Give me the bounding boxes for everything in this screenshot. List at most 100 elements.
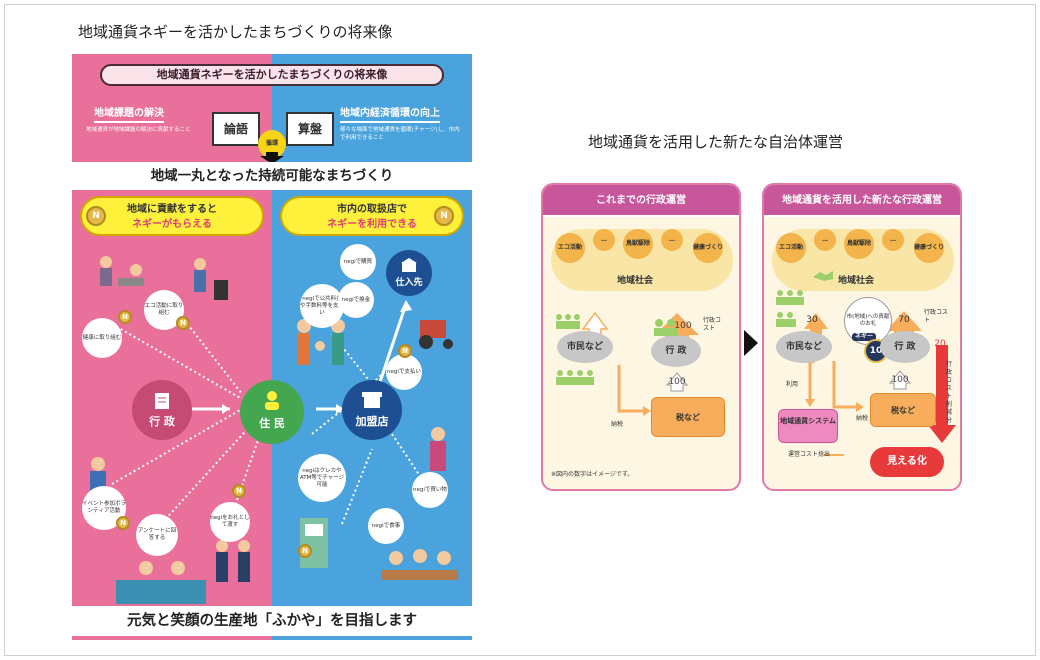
down-arrow-icon: [260, 152, 284, 164]
vision-poster: 地域通貨ネギーを活かしたまちづくりの将来像 地域課題の解決 地域通貨が地域課題の…: [72, 54, 472, 640]
coin-icon: N: [176, 316, 190, 330]
image-frame: [4, 4, 1036, 656]
cost-value: 70: [898, 315, 910, 325]
people-icon: [776, 290, 804, 327]
right-caption: 地域通貨を活用した新たな自治体運営: [588, 133, 844, 151]
hub-member-store: 加盟店: [342, 380, 402, 440]
tax-flow-label: 納税: [611, 421, 624, 428]
shopper-illustration: [430, 427, 446, 471]
hub-administration-label: 行 政: [149, 415, 175, 428]
bubble-health: 健康に取り組む: [82, 318, 122, 358]
left-value: 30: [806, 315, 818, 325]
cost-label: 行政コスト: [703, 317, 722, 332]
bubble-health: 健康づくり: [693, 233, 723, 263]
fitness-people-illustration: [100, 256, 144, 286]
panel-before-header: これまでの行政運営: [543, 185, 739, 217]
coin-icon: N: [434, 206, 454, 226]
staff-icon: [654, 319, 678, 336]
bubble-health: 健康づくり: [914, 233, 944, 263]
person-icon: [265, 391, 279, 410]
coin-icon: N: [298, 544, 312, 558]
citizens-oval: 市民など: [776, 331, 832, 363]
left-caption: 地域通貨ネギーを活かしたまちづくりの将来像: [78, 23, 393, 41]
coin-icon: N: [398, 344, 412, 358]
tax-flow-label: 納税: [856, 415, 869, 422]
left-heading: 地域課題の解決: [94, 104, 164, 123]
panel-before: これまでの行政運営 エコ活動 … 鳥獣駆除 … 健康づくり 地域社会 100 行…: [541, 183, 741, 491]
hub-supplier-label: 仕入先: [395, 278, 423, 288]
saving-label: 行政コスト削減分: [946, 361, 953, 424]
sustainable-band: 地域一丸となった持続可能なまちづくり: [72, 162, 472, 190]
people-icon: [556, 370, 594, 385]
visualization-badge: 見える化: [870, 447, 944, 477]
store-icon: [362, 392, 382, 408]
atm-illustration: [300, 518, 328, 568]
handshake-icon: [813, 271, 833, 281]
right-subtext: 様々な場面で地域通貨を循環(チャージ)し、市内で利用できること: [340, 127, 460, 141]
tax-tank: 税など: [651, 397, 725, 437]
society-label: 地域社会: [617, 276, 654, 286]
warehouse-icon: [401, 258, 417, 272]
rongo-box: 論語: [212, 112, 260, 146]
panel-after: 地域通貨を活用した新たな行政運営 エコ活動 … 鳥獣駆除 … 健康づくり 地域社…: [762, 183, 962, 491]
left-subtext: 地域通貨が地域課題の解決に貢献すること: [86, 127, 191, 133]
hub-administration: 行 政: [132, 380, 192, 440]
family-illustration: [297, 319, 345, 365]
cost-label: 行政コスト: [924, 309, 949, 324]
restaurant-illustration: [382, 549, 458, 580]
panel-after-header: 地域通貨を活用した新たな行政運営: [764, 185, 960, 217]
bubble-purchase: negiで購買: [340, 244, 376, 280]
coin-icon: N: [116, 516, 130, 530]
bubble-public-fee: negiで公共料金や手数料等を支払い: [300, 284, 344, 328]
bubble-thanks: negiをお礼として渡す: [210, 502, 250, 542]
pill-left-line2: ネギーがもらえる: [132, 219, 212, 230]
reward-text: 市(地域)への貢献のお礼: [846, 314, 890, 327]
cost-value: 100: [674, 321, 692, 331]
poster-title: 地域通貨ネギーを活かしたまちづくりの将来像: [100, 64, 444, 86]
tax-tank: 税など: [870, 393, 936, 427]
hub-residents: 住 民: [240, 380, 304, 444]
tax-value: 100: [891, 375, 909, 385]
bubble-eco: エコ活動に取り組む: [144, 290, 184, 330]
pill-right: 市内の取扱店で ネギーを利用できる: [280, 196, 464, 236]
citizens-oval: 市民など: [557, 331, 613, 363]
bubble-survey: アンケートに回答する: [136, 514, 178, 556]
bubble-meal: negiで食事: [368, 508, 404, 544]
soroban-box: 算盤: [286, 112, 334, 146]
right-heading: 地域内経済循環の向上: [340, 104, 440, 123]
pill-right-line1: 市内の取扱店で: [337, 204, 407, 215]
bubble-ellipsis: …: [814, 229, 836, 251]
use-label: 利用: [786, 381, 799, 388]
admin-oval: 行 政: [880, 331, 930, 363]
tractor-illustration: [419, 320, 453, 349]
coin-icon: N: [118, 310, 132, 324]
society-label: 地域社会: [838, 276, 875, 286]
handshake-illustration: [216, 540, 250, 582]
document-icon: [155, 393, 169, 409]
eco-people-illustration: [194, 258, 228, 300]
bubble-eco-activity: エコ活動: [555, 233, 585, 263]
pill-left-line1: 地域に貢献をすると: [127, 204, 217, 215]
bubble-eco-activity: エコ活動: [776, 233, 806, 263]
bubble-payment: negiで支払い: [386, 354, 422, 390]
coin-icon: N: [232, 484, 246, 498]
bubble-ellipsis: …: [882, 229, 904, 251]
bubble-exchange: negiで換金: [338, 282, 374, 318]
bubble-ellipsis: …: [593, 229, 615, 251]
pill-right-line2: ネギーを利用できる: [327, 219, 417, 230]
hub-residents-label: 住 民: [259, 417, 285, 430]
next-arrow-icon: [744, 330, 758, 356]
reward-tag: ネギー: [852, 333, 877, 341]
bubble-ellipsis: …: [661, 229, 683, 251]
saving-value: 20: [934, 339, 946, 349]
currency-system-tank: 地域通貨システム: [778, 409, 838, 443]
bubble-pest-control: 鳥獣駆除: [844, 229, 874, 259]
office-counter-illustration: [116, 561, 206, 604]
bubble-charge: negiはクレカやATM等でチャージ可能: [298, 454, 346, 502]
operating-cost-label: 運営コスト捻出: [788, 451, 831, 458]
note: ※図内の数字はイメージです。: [551, 471, 634, 478]
bubble-pest-control: 鳥獣駆除: [623, 229, 653, 259]
hub-supplier: 仕入先: [386, 250, 432, 296]
hub-member-store-label: 加盟店: [355, 415, 389, 428]
bubble-shopping: negiで買い物: [412, 472, 448, 508]
